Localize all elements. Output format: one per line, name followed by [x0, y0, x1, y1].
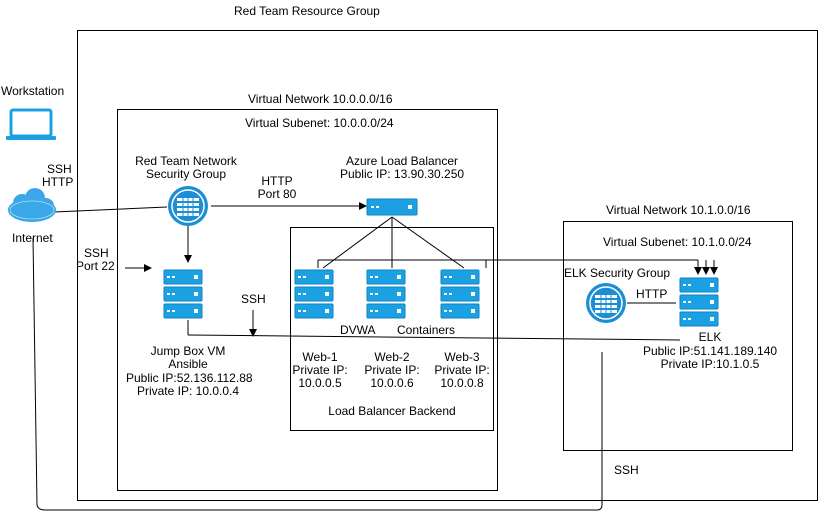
resource-group-title: Red Team Resource Group	[234, 4, 380, 18]
elk-http-label: HTTP	[636, 287, 668, 301]
load-balancer-icon	[366, 198, 418, 216]
nsg-icon	[168, 186, 208, 226]
vnet2-box	[563, 221, 793, 451]
jump-box-server-icon	[163, 269, 203, 319]
jump-box-label-3: Public IP:52.136.112.88	[126, 371, 253, 385]
elk-label-1: ELK	[698, 330, 722, 344]
nsg-label-1: Red Team Network	[135, 154, 237, 168]
backend-label: Load Balancer Backend	[328, 404, 456, 418]
vnet2-title: Virtual Network 10.1.0.0/16	[606, 203, 751, 217]
web1-label-3: 10.0.0.5	[298, 376, 342, 390]
port80-label: Port 80	[257, 187, 297, 201]
vnet1-title: Virtual Network 10.0.0.0/16	[248, 92, 393, 106]
elk-label-3: Private IP:10.1.0.5	[660, 357, 760, 371]
web2-server-icon	[366, 269, 406, 319]
vnet1-subnet: Virtual Subenet: 10.0.0.0/24	[245, 116, 394, 130]
elk-nsg-icon	[586, 283, 626, 323]
lb-label-2: Public IP: 13.90.30.250	[339, 167, 465, 181]
nsg-label-2: Security Group	[145, 167, 227, 181]
ssh-port22-label-1: SSH	[84, 246, 109, 260]
jump-box-label-2: Ansible	[168, 357, 208, 371]
web3-label-3: 10.0.0.8	[440, 376, 484, 390]
internet-label: Internet	[12, 231, 53, 245]
dvwa-label: DVWA	[340, 323, 376, 337]
web3-server-icon	[440, 269, 480, 319]
web3-label-1: Web-3	[444, 350, 480, 364]
web3-label-2: Private IP:	[434, 363, 490, 377]
workstation-label: Workstation	[1, 84, 65, 98]
laptop-icon	[6, 108, 56, 140]
resource-group-box	[77, 30, 818, 501]
lb-label-1: Azure Load Balancer	[345, 154, 459, 168]
web2-label-2: Private IP:	[364, 363, 420, 377]
cloud-icon	[8, 188, 56, 222]
jump-box-label-1: Jump Box VM	[150, 344, 226, 358]
containers-label: Containers	[397, 323, 456, 337]
http-label: HTTP	[261, 174, 293, 188]
ssh-mid-label: SSH	[241, 292, 266, 306]
ssh-port22-label-2: Port 22	[76, 259, 115, 273]
jump-box-label-4: Private IP: 10.0.0.4	[136, 384, 240, 398]
vnet1-box	[117, 109, 498, 491]
elk-nsg-label: ELK Security Group	[564, 266, 671, 280]
web2-label-3: 10.0.0.6	[370, 376, 414, 390]
web1-label-1: Web-1	[302, 350, 338, 364]
workstation-protocol-ssh: SSH	[47, 162, 72, 176]
elk-server-icon	[679, 277, 719, 327]
elk-label-2: Public IP:51.141.189.140	[642, 344, 778, 358]
vnet2-subnet: Virtual Subenet: 10.1.0.0/24	[603, 235, 752, 249]
web2-label-1: Web-2	[374, 350, 410, 364]
web1-server-icon	[294, 269, 334, 319]
workstation-protocol-http: HTTP	[42, 175, 74, 189]
web1-label-2: Private IP:	[292, 363, 348, 377]
ssh-bottom-label: SSH	[614, 463, 639, 477]
